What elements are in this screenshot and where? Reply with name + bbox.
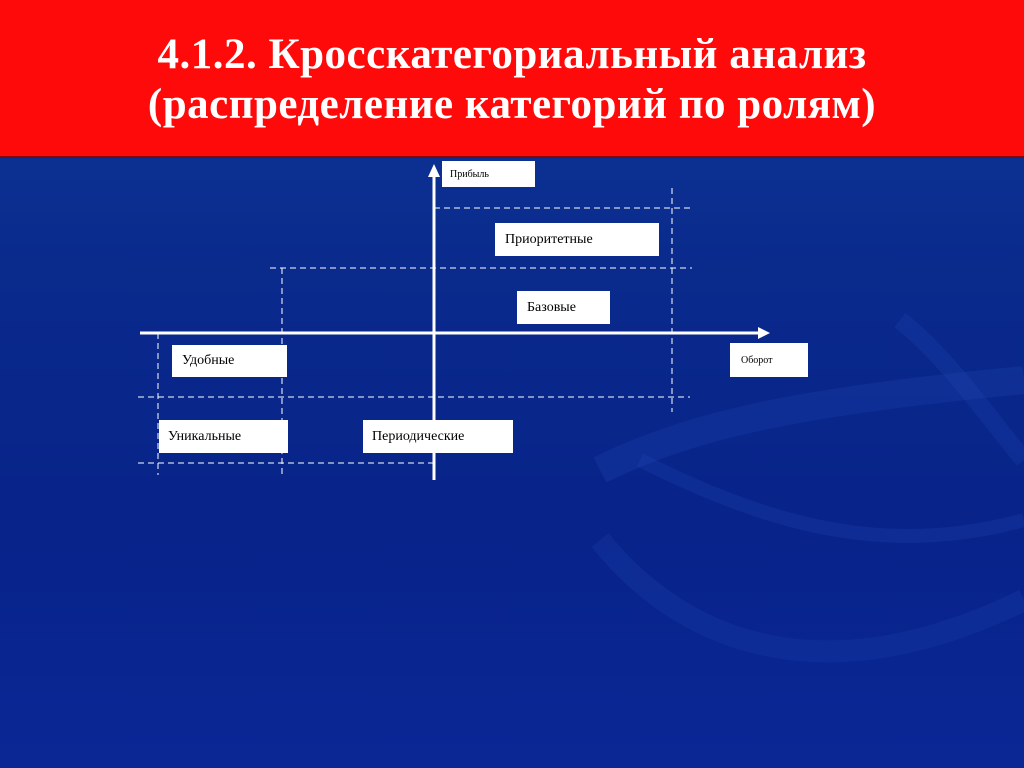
y-axis-label: Прибыль (442, 161, 535, 187)
category-unique: Уникальные (159, 420, 288, 453)
slide-title-line-2: (распределение категорий по ролям) (147, 81, 877, 128)
category-basic: Базовые (517, 291, 610, 324)
x-axis-arrow-icon (758, 327, 770, 339)
x-axis-label: Оборот (730, 343, 808, 377)
slide-title-line-1: 4.1.2. Кросскатегориальный анализ (157, 31, 867, 78)
category-priority: Приоритетные (495, 223, 659, 256)
category-periodic: Периодические (363, 420, 513, 453)
title-banner: 4.1.2. Кросскатегориальный анализ (распр… (0, 0, 1024, 158)
y-axis-arrow-icon (428, 164, 440, 177)
dashed-guides (138, 188, 692, 475)
category-convenient: Удобные (172, 345, 287, 377)
